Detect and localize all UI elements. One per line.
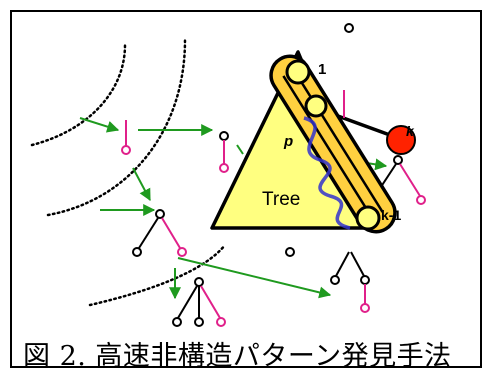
path-wave: [303, 116, 351, 230]
node-k-minus-1-label: k-1: [381, 207, 401, 223]
search-frontier-curves: [30, 38, 227, 307]
pattern-b: [219, 131, 229, 173]
arrow-1: [79, 117, 120, 133]
node-p-label: p: [283, 133, 293, 150]
figure-caption: 図 2. 高速非構造パターン発見手法: [23, 341, 452, 372]
lone-node-top: [344, 23, 354, 33]
pattern-c: [132, 209, 187, 257]
pattern-d: [172, 277, 226, 327]
arrow-5: [236, 144, 244, 155]
lone-node-bottom: [285, 247, 295, 257]
rightmost-branch-band: [269, 54, 397, 234]
pattern-a: [121, 120, 131, 155]
frontier-curve-3: [88, 243, 227, 307]
search-arrows: [79, 117, 388, 300]
arrow-3: [132, 167, 151, 202]
node-2: [304, 94, 328, 118]
node-k-minus-1: [355, 205, 381, 231]
node-k-red: [386, 125, 416, 155]
pattern-e: [330, 251, 370, 313]
node-1-label: 1: [318, 61, 326, 78]
frontier-curve-1: [30, 43, 127, 147]
tree-label: Tree: [262, 189, 300, 210]
candidate-patterns: [121, 23, 426, 327]
arrow-7: [177, 257, 332, 299]
node-1: [285, 59, 311, 85]
node-k-label: k: [406, 123, 415, 139]
frontier-curve-2: [46, 38, 187, 217]
